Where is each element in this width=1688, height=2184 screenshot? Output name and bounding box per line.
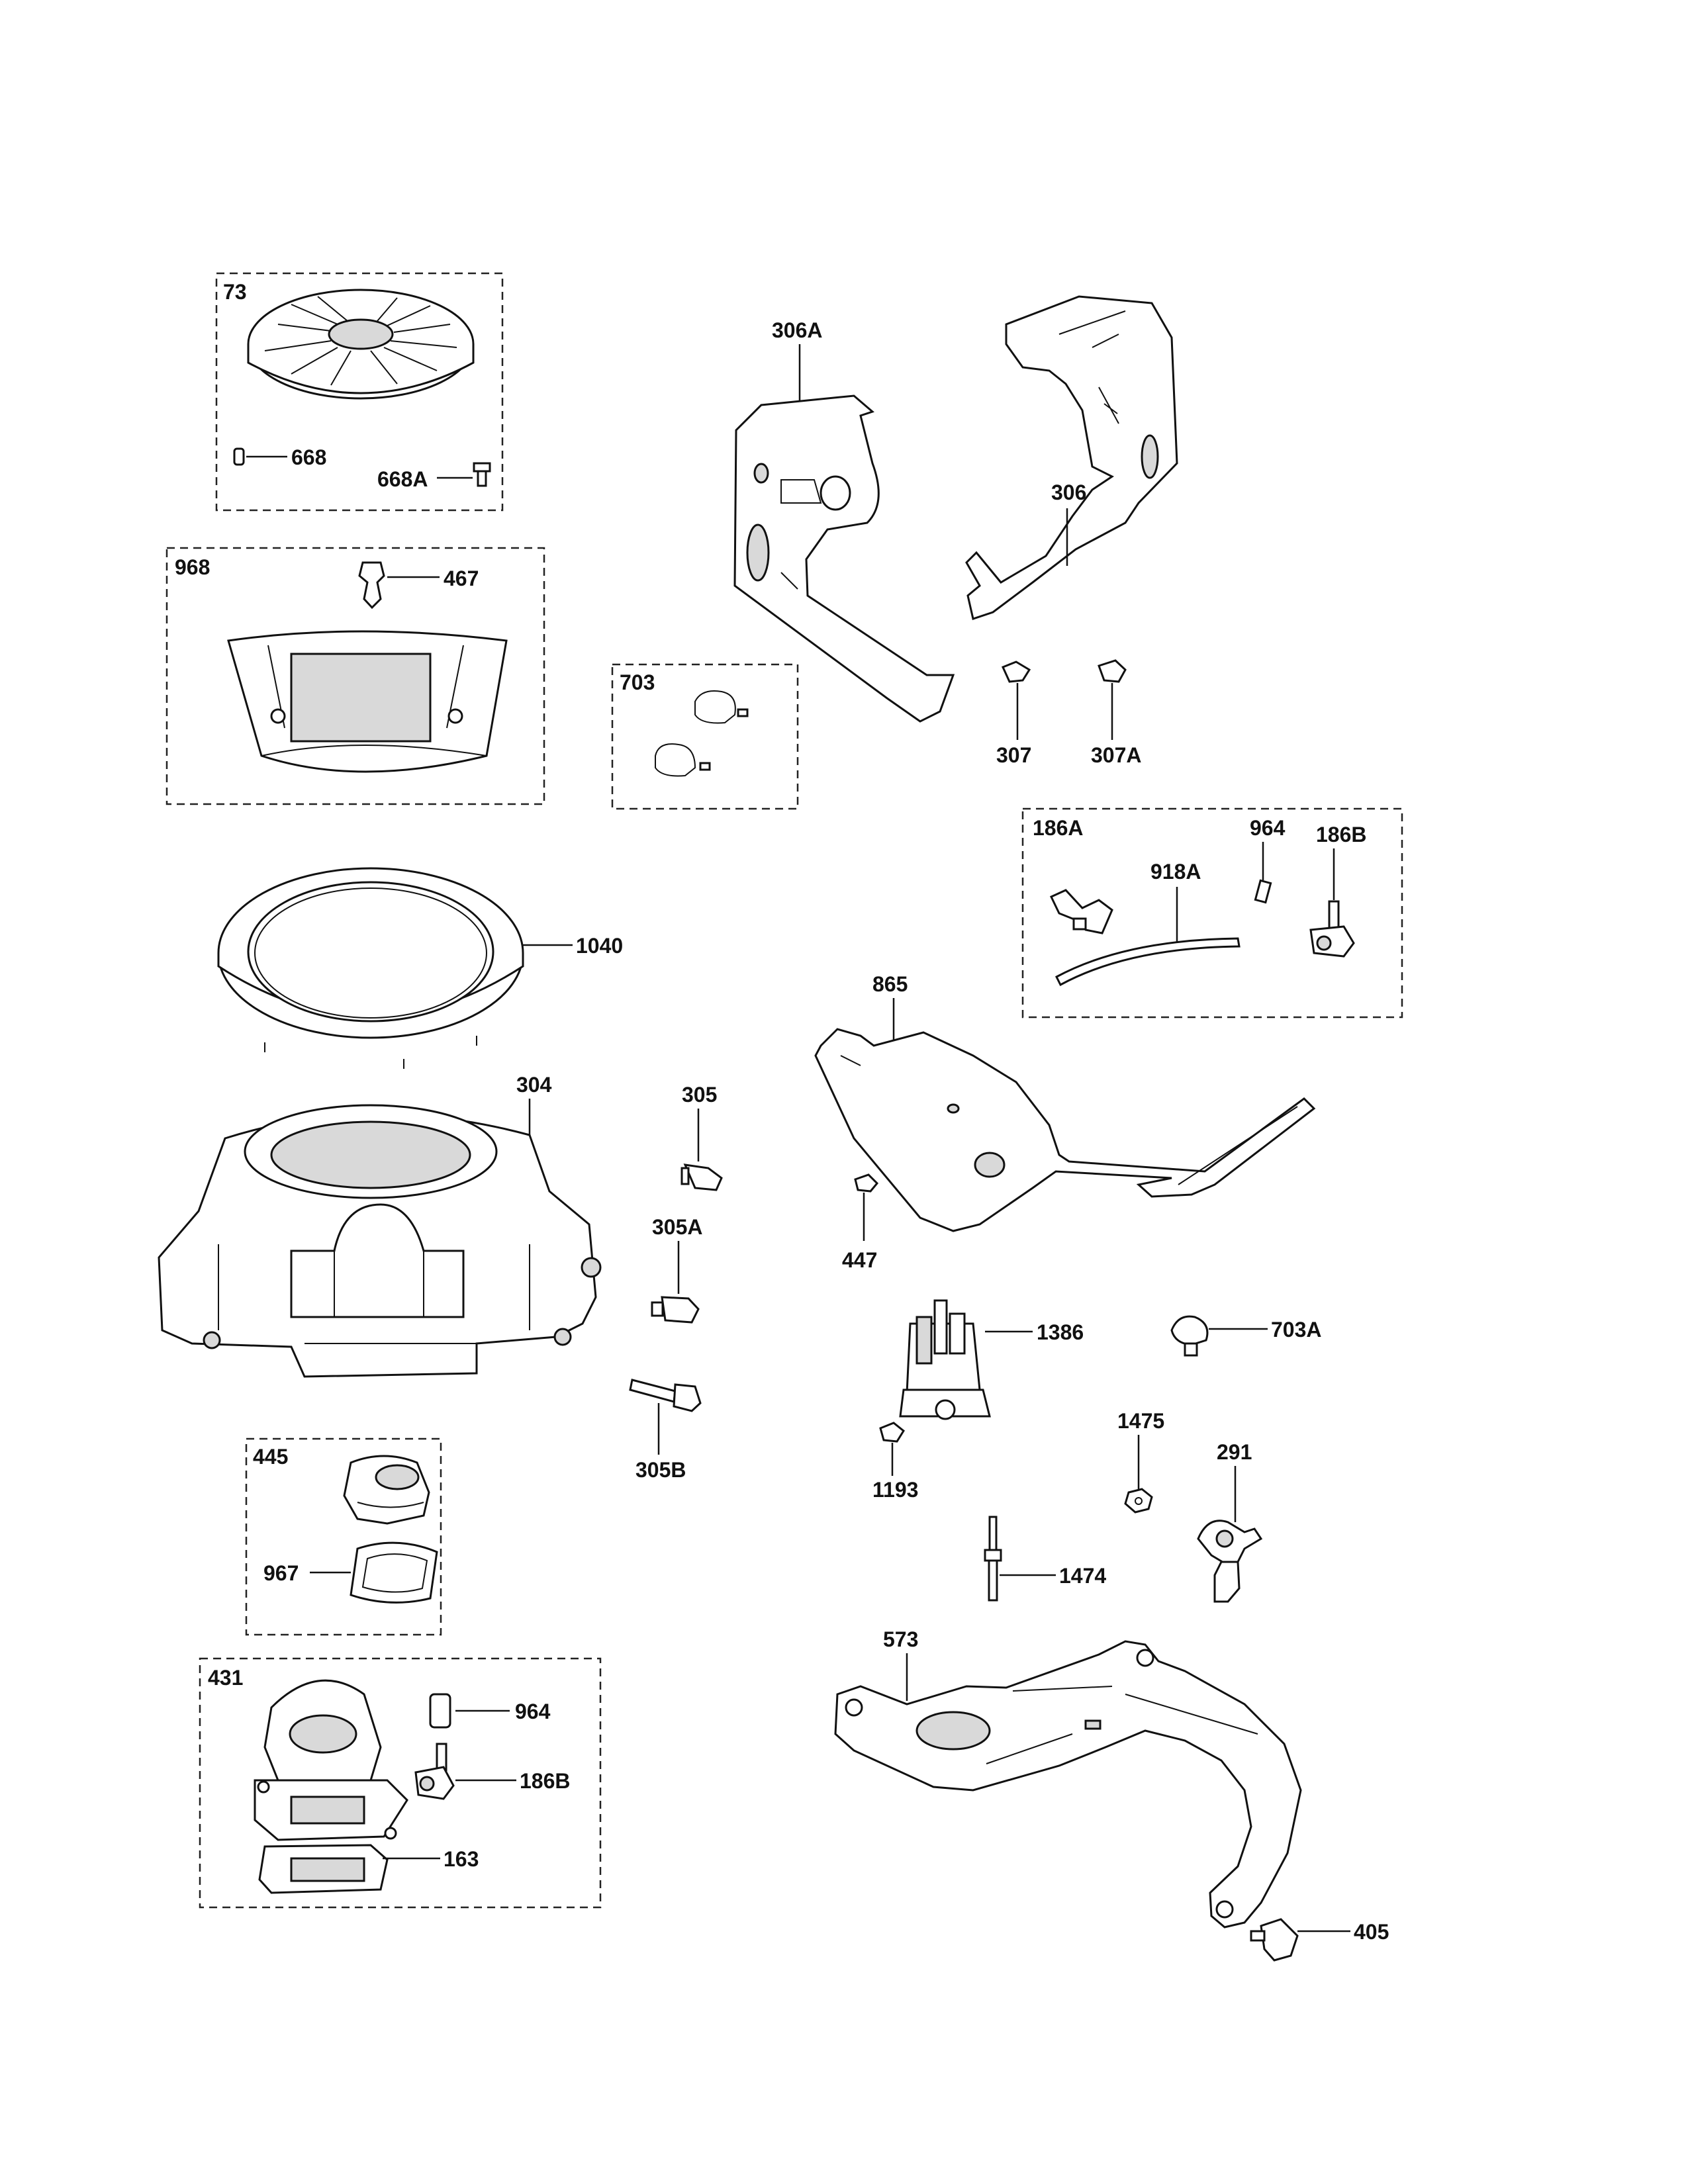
label-573[interactable]: 573 <box>883 1627 918 1651</box>
label-163[interactable]: 163 <box>444 1847 479 1871</box>
group-box-73 <box>215 272 504 512</box>
part-467[interactable] <box>358 561 440 610</box>
part-865-bracket[interactable] <box>814 1028 1316 1232</box>
group-box-186A <box>1021 807 1403 1019</box>
label-307[interactable]: 307 <box>996 743 1031 767</box>
part-967-gasket[interactable] <box>310 1541 438 1604</box>
label-307A[interactable]: 307A <box>1091 743 1142 767</box>
part-186A-fitting[interactable] <box>1049 889 1113 934</box>
label-291[interactable]: 291 <box>1217 1440 1252 1464</box>
label-1475[interactable]: 1475 <box>1117 1409 1164 1433</box>
label-668[interactable]: 668 <box>291 445 326 469</box>
part-163-gasket[interactable] <box>258 1844 440 1894</box>
label-964-a[interactable]: 964 <box>1250 816 1286 840</box>
part-307A-screw[interactable] <box>1098 659 1127 740</box>
label-306A[interactable]: 306A <box>772 318 823 342</box>
part-445-seal[interactable] <box>343 1455 430 1525</box>
label-186B-b[interactable]: 186B <box>520 1769 571 1793</box>
label-968[interactable]: 968 <box>175 555 210 579</box>
part-668A[interactable] <box>437 462 491 487</box>
label-1386[interactable]: 1386 <box>1037 1320 1084 1344</box>
label-703A[interactable]: 703A <box>1271 1318 1322 1342</box>
label-306[interactable]: 306 <box>1051 480 1086 504</box>
group-box-703 <box>611 663 799 810</box>
part-306-shroud[interactable] <box>965 295 1178 620</box>
part-703-clips[interactable] <box>655 690 749 777</box>
group-box-431 <box>199 1657 602 1909</box>
label-305[interactable]: 305 <box>682 1083 717 1107</box>
part-1474-pin[interactable] <box>984 1516 1056 1602</box>
part-918A-hose[interactable] <box>1055 887 1241 987</box>
part-447-screw[interactable] <box>854 1173 879 1241</box>
part-1040-ring[interactable] <box>217 867 524 1069</box>
part-1193-screw[interactable] <box>879 1422 905 1476</box>
part-186B-fitting-b[interactable] <box>414 1743 516 1800</box>
label-967[interactable]: 967 <box>263 1561 299 1585</box>
part-304-blower-housing[interactable] <box>158 1104 602 1378</box>
label-865[interactable]: 865 <box>872 972 908 996</box>
label-431[interactable]: 431 <box>208 1666 243 1690</box>
part-573-backplate[interactable] <box>834 1640 1302 1929</box>
part-305A-bolt[interactable] <box>651 1241 700 1324</box>
part-703A-clip[interactable] <box>1170 1315 1268 1357</box>
label-73[interactable]: 73 <box>223 280 247 304</box>
label-964-b[interactable]: 964 <box>515 1700 551 1723</box>
part-405-screw[interactable] <box>1250 1918 1350 1962</box>
label-467[interactable]: 467 <box>444 567 479 590</box>
label-186B-a[interactable]: 186B <box>1316 823 1367 846</box>
part-306A-shroud[interactable] <box>733 394 955 723</box>
label-918A[interactable]: 918A <box>1150 860 1201 884</box>
part-307-screw[interactable] <box>1001 660 1031 740</box>
part-968-cover[interactable] <box>227 630 508 773</box>
group-box-968 <box>165 547 545 805</box>
part-305-bolt[interactable] <box>680 1109 723 1191</box>
label-1040[interactable]: 1040 <box>576 934 623 958</box>
part-291-switch[interactable] <box>1197 1466 1263 1603</box>
label-445[interactable]: 445 <box>253 1445 288 1469</box>
part-186B-fitting[interactable] <box>1309 848 1355 958</box>
label-447[interactable]: 447 <box>842 1248 877 1272</box>
label-305B[interactable]: 305B <box>635 1458 686 1482</box>
part-431-intake[interactable] <box>254 1679 408 1841</box>
label-668A[interactable]: 668A <box>377 467 428 491</box>
part-964-sleeve[interactable] <box>1254 842 1272 904</box>
label-1193[interactable]: 1193 <box>872 1478 918 1502</box>
label-305A[interactable]: 305A <box>652 1215 703 1239</box>
part-305B-bolt[interactable] <box>629 1379 702 1455</box>
label-1474[interactable]: 1474 <box>1059 1564 1106 1588</box>
part-668[interactable] <box>233 447 287 466</box>
part-1475-nut[interactable] <box>1124 1435 1153 1514</box>
part-964-sleeve-b[interactable] <box>429 1693 510 1729</box>
label-304[interactable]: 304 <box>516 1073 552 1097</box>
part-1386-sensor[interactable] <box>899 1299 1033 1420</box>
label-703[interactable]: 703 <box>620 670 655 694</box>
label-405[interactable]: 405 <box>1354 1920 1389 1944</box>
part-73-fan-screen[interactable] <box>247 289 475 400</box>
group-box-445 <box>245 1437 442 1636</box>
label-186A[interactable]: 186A <box>1033 816 1084 840</box>
